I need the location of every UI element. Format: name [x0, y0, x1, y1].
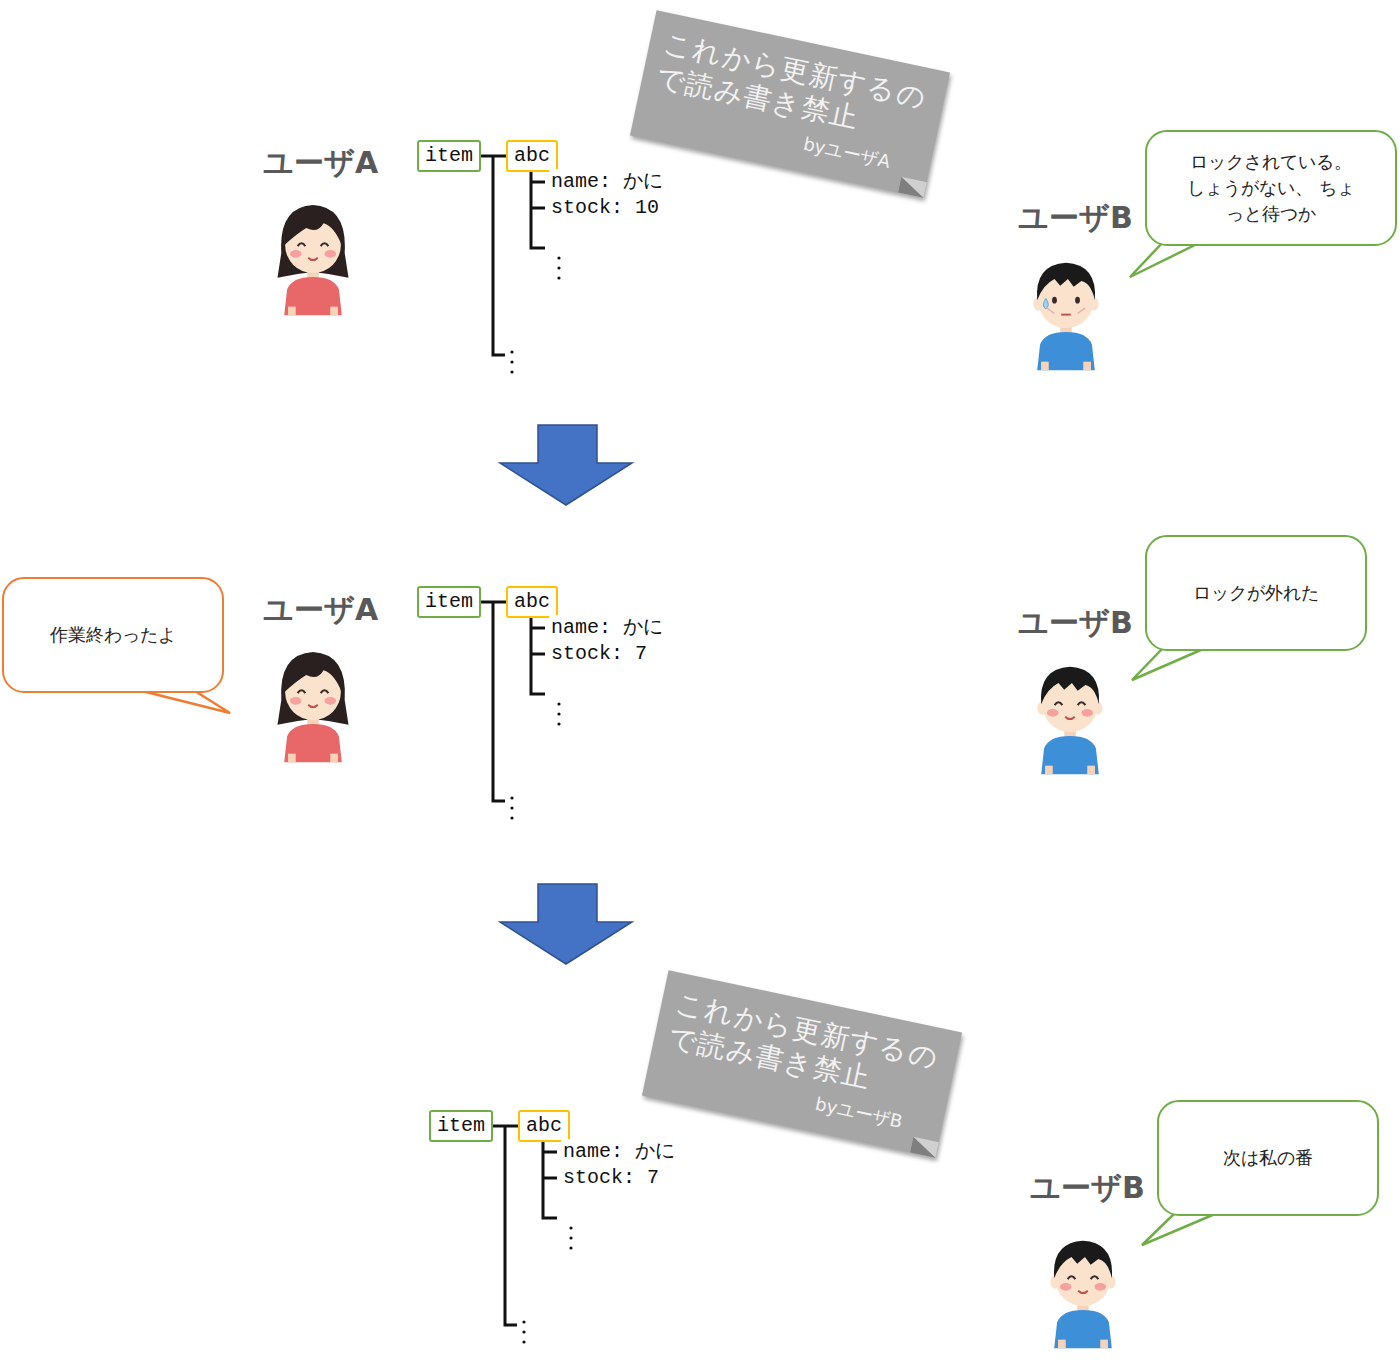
- node-text: 作業終わったよ: [23, 622, 203, 648]
- speech-bubble: ロックが外れた: [1145, 535, 1367, 651]
- field-text: stock: 7: [549, 641, 649, 667]
- node-text: item: [425, 143, 473, 169]
- bubble-tail: [1132, 646, 1210, 680]
- field-text: stock: 7: [561, 1165, 661, 1191]
- speech-bubble: ロックされている。 しょうがない、 ちょっと待つか: [1145, 130, 1397, 246]
- user-name: ユーザB: [1018, 198, 1133, 239]
- node-text: item: [437, 1113, 485, 1139]
- key-box: item: [417, 586, 481, 618]
- node-text: 次は私の番: [1178, 1145, 1358, 1171]
- node-text: item: [425, 589, 473, 615]
- user-b-figure: [1050, 1241, 1115, 1349]
- user-b-figure: [1037, 667, 1102, 775]
- tree-connector: [481, 155, 506, 158]
- down-arrow: [500, 884, 632, 964]
- field-text: name: かに: [549, 169, 665, 195]
- user-a-figure: [277, 652, 348, 762]
- node-text: abc: [526, 1113, 562, 1139]
- user-b-figure: [1033, 263, 1098, 371]
- user-name: ユーザB: [1030, 1168, 1145, 1209]
- field-text: stock: 10: [549, 195, 661, 221]
- key-box: abc: [506, 586, 558, 618]
- key-box: item: [429, 1110, 493, 1142]
- node-text: ロックされている。 しょうがない、 ちょっと待つか: [1181, 149, 1361, 227]
- user-name: ユーザA: [263, 143, 378, 184]
- key-box: item: [417, 140, 481, 172]
- node-text: abc: [514, 143, 550, 169]
- node-text: abc: [514, 589, 550, 615]
- field-text: name: かに: [561, 1139, 677, 1165]
- sticky-note: これから更新するの で読み書き禁止byユーザA: [630, 10, 950, 198]
- bubble-tail: [1142, 1211, 1222, 1245]
- sticky-note: これから更新するの で読み書き禁止byユーザB: [642, 970, 962, 1158]
- down-arrow: [500, 425, 632, 505]
- key-box: abc: [506, 140, 558, 172]
- node-text: これから更新するの で読み書き禁止: [653, 27, 931, 150]
- key-box: abc: [518, 1110, 570, 1142]
- speech-bubble: 作業終わったよ: [2, 577, 224, 693]
- tree-connector: [481, 601, 506, 604]
- tree-connector: [493, 1125, 518, 1128]
- node-text: これから更新するの で読み書き禁止: [665, 987, 943, 1110]
- node-text: ロックが外れた: [1166, 580, 1346, 606]
- user-a-figure: [277, 205, 348, 315]
- field-text: name: かに: [549, 615, 665, 641]
- user-name: ユーザB: [1018, 603, 1133, 644]
- speech-bubble: 次は私の番: [1157, 1100, 1379, 1216]
- user-name: ユーザA: [263, 590, 378, 631]
